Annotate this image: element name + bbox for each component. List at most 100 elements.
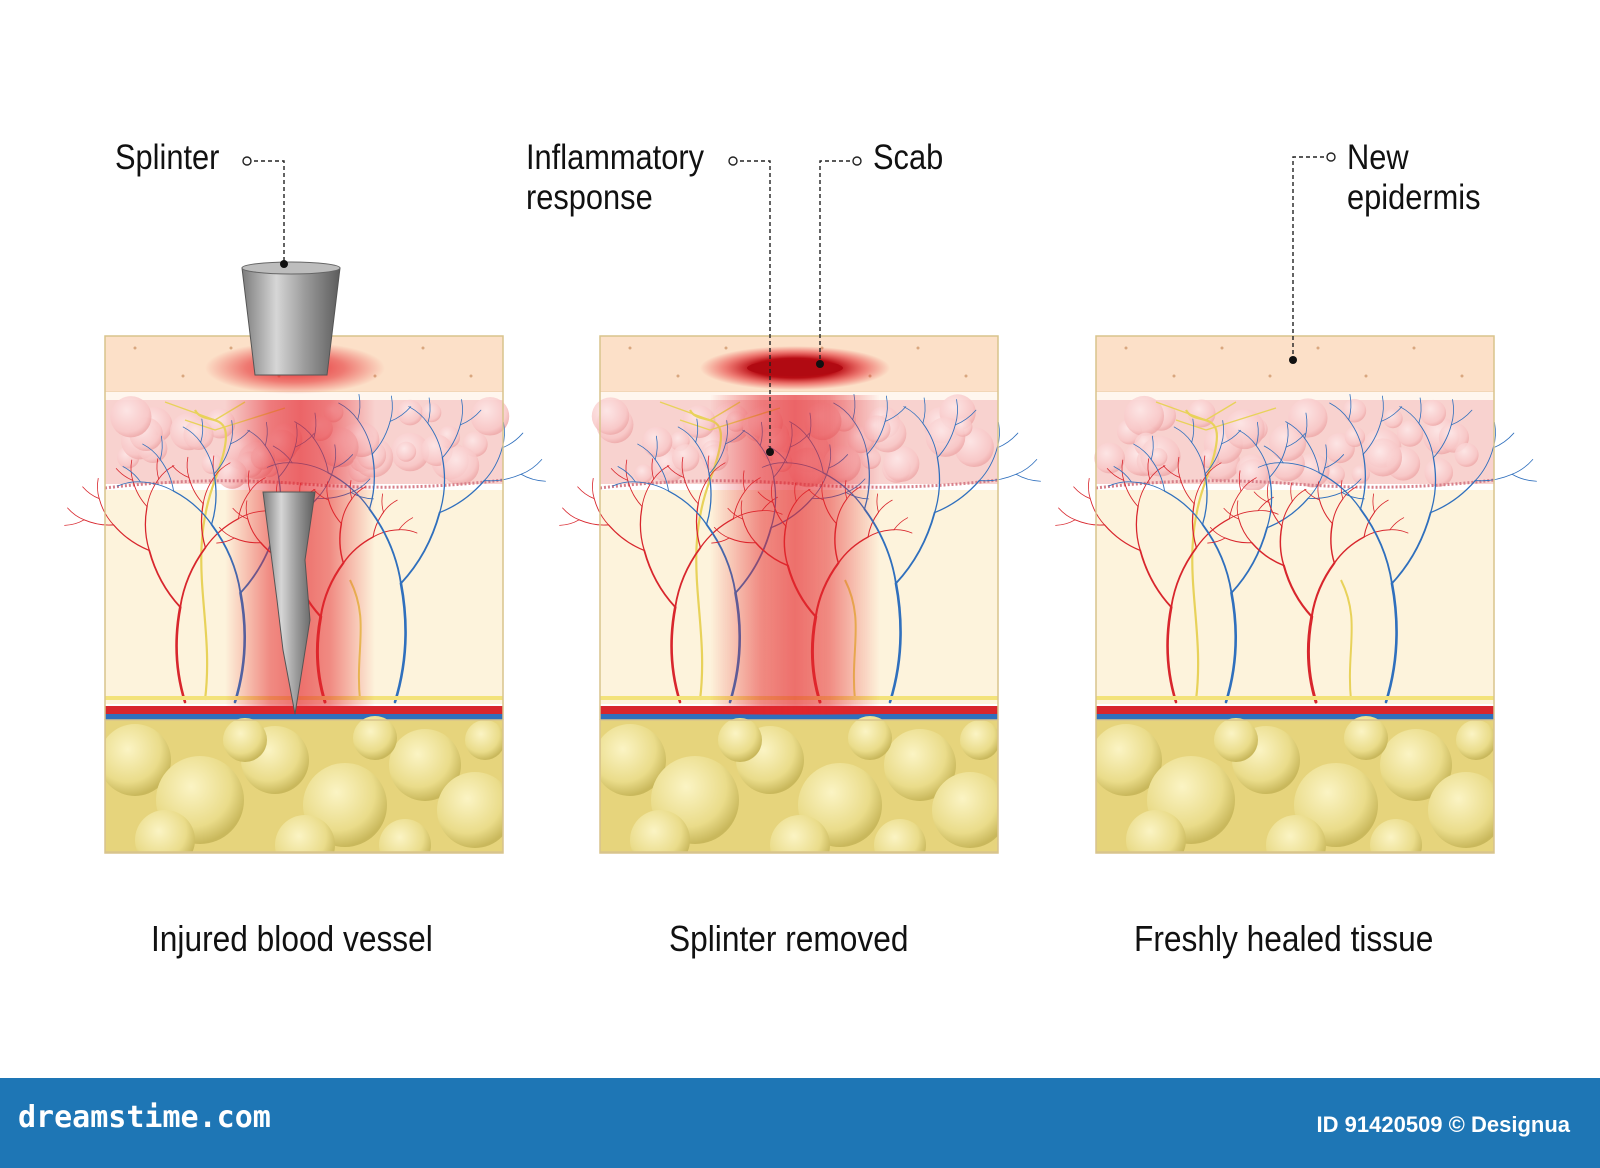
scab-leader-dot [816,360,824,368]
dermal-cell [1396,420,1424,447]
nerve-band [1096,696,1494,700]
fat-cell [718,718,762,762]
dermal-cell [1237,459,1269,492]
epidermis-dot [964,374,968,378]
membrane-line [104,478,504,490]
fat-cell [389,729,461,801]
scab-leader [819,160,857,364]
epidermis-dot [1220,346,1224,350]
fat-cell [1214,718,1258,762]
dermis-layer [1096,490,1494,704]
epidermis-dot [1364,374,1368,378]
epidermis-dot [1412,346,1416,350]
fat-cell [1428,772,1504,848]
dermal-cell [1149,448,1168,467]
inflammatory-line2: response [526,178,653,217]
dermal-cell [1124,395,1165,436]
epidermis-dot [133,346,137,350]
inflammatory-column [710,395,880,715]
venule-tree-2 [1257,394,1537,704]
arteriole-tree [559,455,783,704]
epidermis-dot [421,346,425,350]
dermal-cell [201,453,223,475]
side-mask-left [580,720,600,860]
new-epidermis-line1: New [1347,138,1409,177]
splinter-label: Splinter [115,138,220,177]
epidermis-dot [628,346,632,350]
nerve-endings [1155,401,1277,431]
scab-core [747,360,843,376]
new-epidermis-line2: epidermis [1347,178,1481,217]
fat-cell [1344,716,1388,760]
epidermis-dot [916,346,920,350]
dermal-cell [1224,409,1265,450]
splinter-leader-ring [242,156,252,166]
epidermis-dot [676,374,680,378]
new-epidermis-leader-ring [1326,152,1336,162]
fat-cell [884,729,956,801]
membrane-line [599,478,999,490]
side-mask-left [85,720,105,860]
dermal-cell [397,399,423,426]
inflammatory-leader-dot [766,448,774,456]
scab-label: Scab [873,138,944,177]
fat-cell [223,718,267,762]
dermal-cell [1094,442,1125,474]
fat-frame [1095,719,1495,854]
epidermis-dot [229,346,233,350]
dermal-cell [1363,438,1403,477]
basement-line [105,392,503,400]
image-id-credit: ID 91420509 © Designua [1316,1112,1570,1137]
arteriole-tree [1055,455,1279,704]
dermal-cell [1424,458,1454,487]
main-vein [105,714,503,720]
splinter-embedded [262,491,316,715]
inflammatory-leader-ring [728,156,738,166]
side-mask-right [1494,720,1534,860]
venule-tree [1108,418,1365,704]
dermal-cell [953,417,973,437]
fat-cell [99,724,171,796]
caption-injured-blood-vessel: Injured blood vessel [151,918,433,959]
caption-freshly-healed-tissue: Freshly healed tissue [1134,918,1434,959]
epidermis-layer [1095,335,1495,393]
fat-cell [353,716,397,760]
panel-frame [1095,335,1495,853]
diagram-svg [0,152,1600,893]
epidermis-dot [724,346,728,350]
new-epidermis-leader-dot [1289,356,1297,364]
epidermis-dot [1316,346,1320,350]
panel-frame [599,335,999,853]
dreamstime-logo[interactable]: dreamstime.com [18,1100,271,1135]
epidermis-dot [1460,374,1464,378]
epidermis-dot [1172,374,1176,378]
nerve-fiber-2 [1340,579,1353,701]
side-mask-right [998,720,1038,860]
dermal-cell [883,445,920,482]
dermal-cell [1454,442,1479,467]
side-mask-left [1076,720,1096,860]
dermal-cell [1269,424,1307,462]
skin-panel-healed [1055,335,1537,875]
splinter-body [241,267,341,376]
footer-bar: dreamstime.com ID 91420509 © Designua [0,1078,1600,1168]
main-artery [1096,706,1494,714]
arteriole-tree-2 [1207,480,1409,704]
bottom-mask [0,853,1600,893]
main-vein [1096,714,1494,720]
fat-cell [960,720,1000,760]
fat-cell [1380,729,1452,801]
dermal-cell [591,397,630,435]
epidermis-dot [181,374,185,378]
inflammatory-leader [733,160,771,452]
dermal-cell [470,397,510,436]
dermal-cell [421,402,442,423]
inflammatory-line1: Inflammatory [526,138,705,177]
panel1-injury [205,261,385,715]
caption-splinter-removed: Splinter removed [669,918,909,959]
fat-cell [848,716,892,760]
fat-frame [104,719,504,854]
fat-cell [1456,720,1496,760]
side-mask-right [503,720,543,860]
